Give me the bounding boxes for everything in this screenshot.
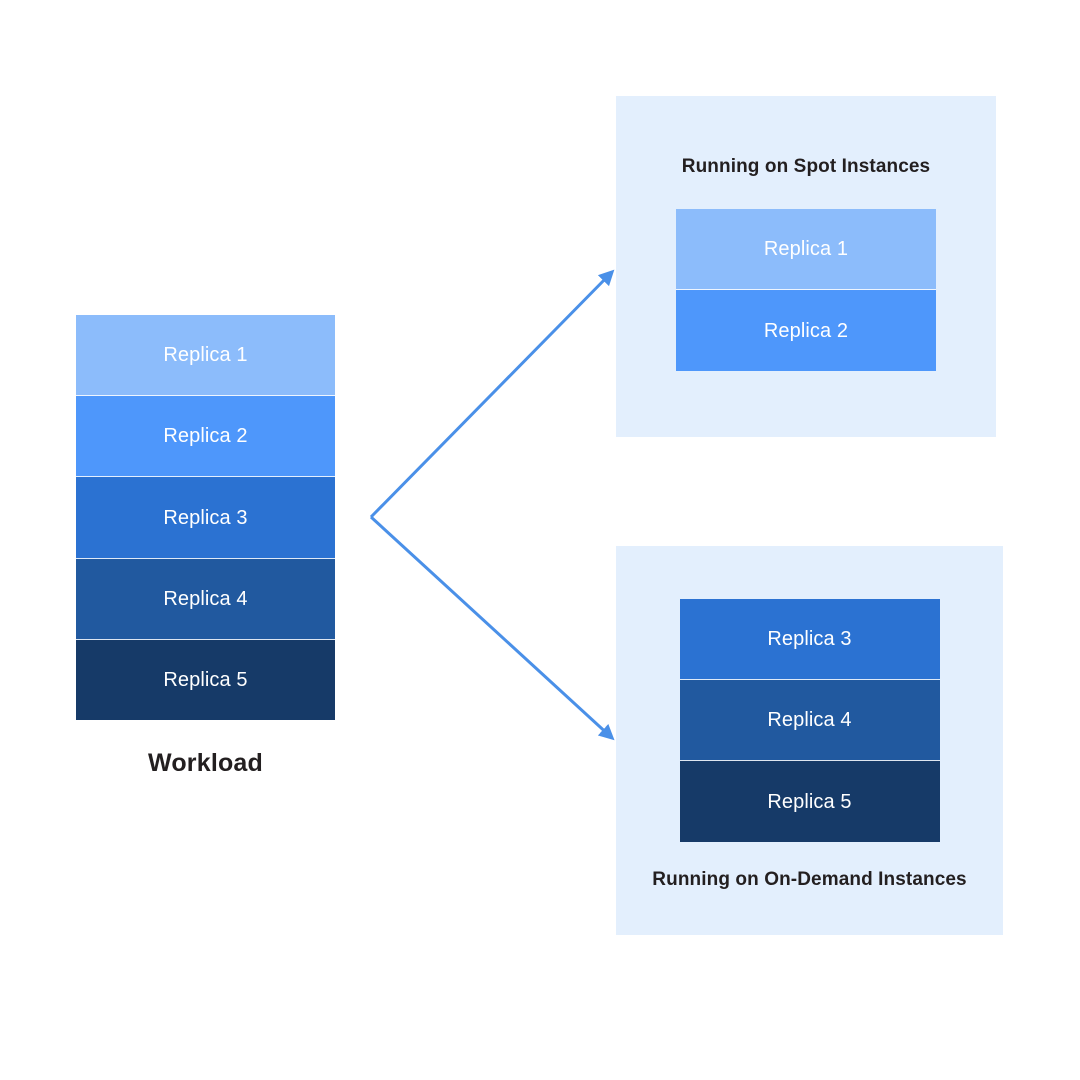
spot-replica-2-label: Replica 2 — [763, 319, 849, 342]
workload-replica-stack: Replica 1 Replica 2 Replica 3 Replica 4 … — [76, 315, 335, 721]
workload-replica-4: Replica 4 — [76, 558, 335, 640]
spot-replica-1: Replica 1 — [676, 209, 936, 290]
spot-replica-stack: Replica 1 Replica 2 — [676, 209, 936, 371]
spot-replica-2: Replica 2 — [676, 290, 936, 371]
spot-panel-title: Running on Spot Instances — [681, 156, 931, 177]
on-demand-replica-3-label: Replica 3 — [767, 628, 852, 650]
workload-replica-5-label: Replica 5 — [163, 668, 248, 691]
workload-caption: Workload — [147, 749, 264, 777]
on-demand-replica-4-label: Replica 4 — [767, 709, 852, 731]
on-demand-replica-5: Replica 5 — [679, 761, 940, 842]
on-demand-instances-panel: Replica 3 Replica 4 Replica 5 Running on… — [616, 546, 1003, 935]
spot-instances-panel: Running on Spot Instances Replica 1 Repl… — [616, 96, 996, 437]
on-demand-replica-5-label: Replica 5 — [767, 790, 852, 813]
on-demand-replica-stack: Replica 3 Replica 4 Replica 5 — [679, 599, 940, 842]
workload-replica-1: Replica 1 — [76, 315, 335, 397]
workload-replica-2-label: Replica 2 — [163, 425, 248, 448]
arrow-to-on-demand-line — [369, 515, 615, 741]
workload-replica-1-label: Replica 1 — [163, 344, 248, 367]
workload-replica-3: Replica 3 — [76, 477, 335, 559]
workload-replica-5: Replica 5 — [76, 639, 335, 721]
on-demand-replica-3: Replica 3 — [679, 599, 940, 680]
workload-group: Replica 1 Replica 2 Replica 3 Replica 4 … — [76, 315, 335, 778]
workload-replica-3-label: Replica 3 — [163, 506, 248, 529]
on-demand-panel-title: Running on On-Demand Instances — [652, 869, 967, 890]
workload-replica-4-label: Replica 4 — [163, 587, 248, 610]
workload-replica-2: Replica 2 — [76, 396, 335, 478]
spot-replica-1-label: Replica 1 — [763, 238, 849, 260]
on-demand-replica-4: Replica 4 — [679, 680, 940, 761]
arrow-to-spot-line — [369, 269, 615, 519]
